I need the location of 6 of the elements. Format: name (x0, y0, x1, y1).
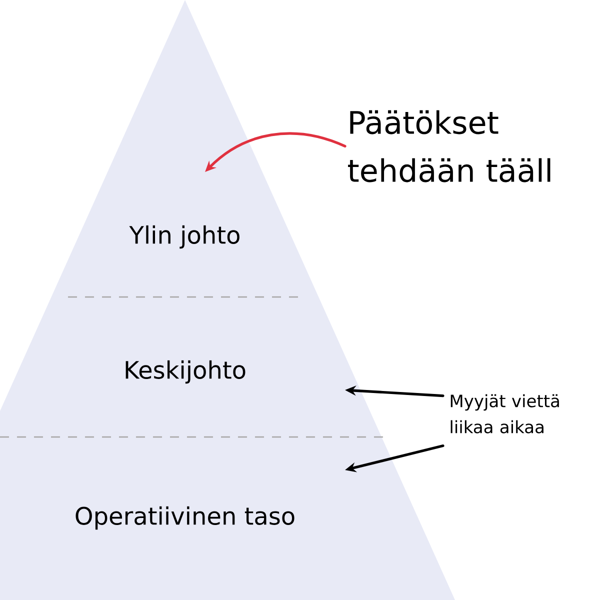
pyramid-level: Keskijohto (0, 297, 382, 437)
pyramid-level: Operatiivinen taso (0, 437, 455, 600)
note-text: Myyjät viettä liikaa aikaa (450, 394, 559, 434)
note-text: Päätökset tehdään tääll (348, 110, 550, 182)
node-label: Ylin johto (129, 225, 240, 249)
pyramid-level: Ylin johto (51, 0, 319, 297)
